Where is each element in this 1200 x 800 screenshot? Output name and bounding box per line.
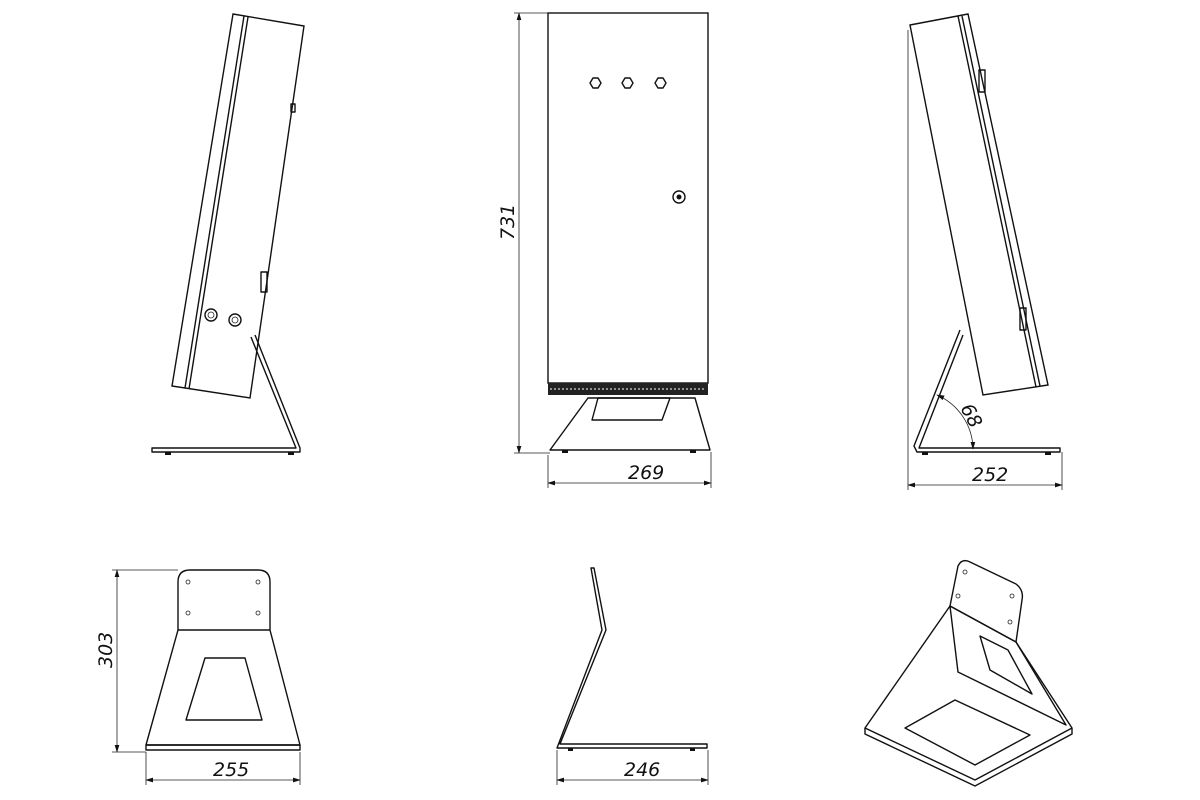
dimension-252: 252 [972, 464, 1008, 486]
stand-front-view: 303 255 [95, 569, 301, 785]
dimension-255: 255 [213, 759, 249, 781]
stand-side-view: 246 [556, 567, 709, 785]
dimension-731: 731 [497, 204, 519, 240]
front-view: 731 269 [497, 12, 712, 488]
stand-isometric-view [864, 559, 1073, 787]
side-view-right: 68 252 [907, 13, 1063, 490]
dimension-303: 303 [95, 632, 117, 668]
dimension-246: 246 [624, 759, 660, 781]
dimension-angle-68: 68 [956, 400, 987, 432]
dimension-269: 269 [628, 462, 664, 484]
side-view-left [151, 13, 305, 455]
